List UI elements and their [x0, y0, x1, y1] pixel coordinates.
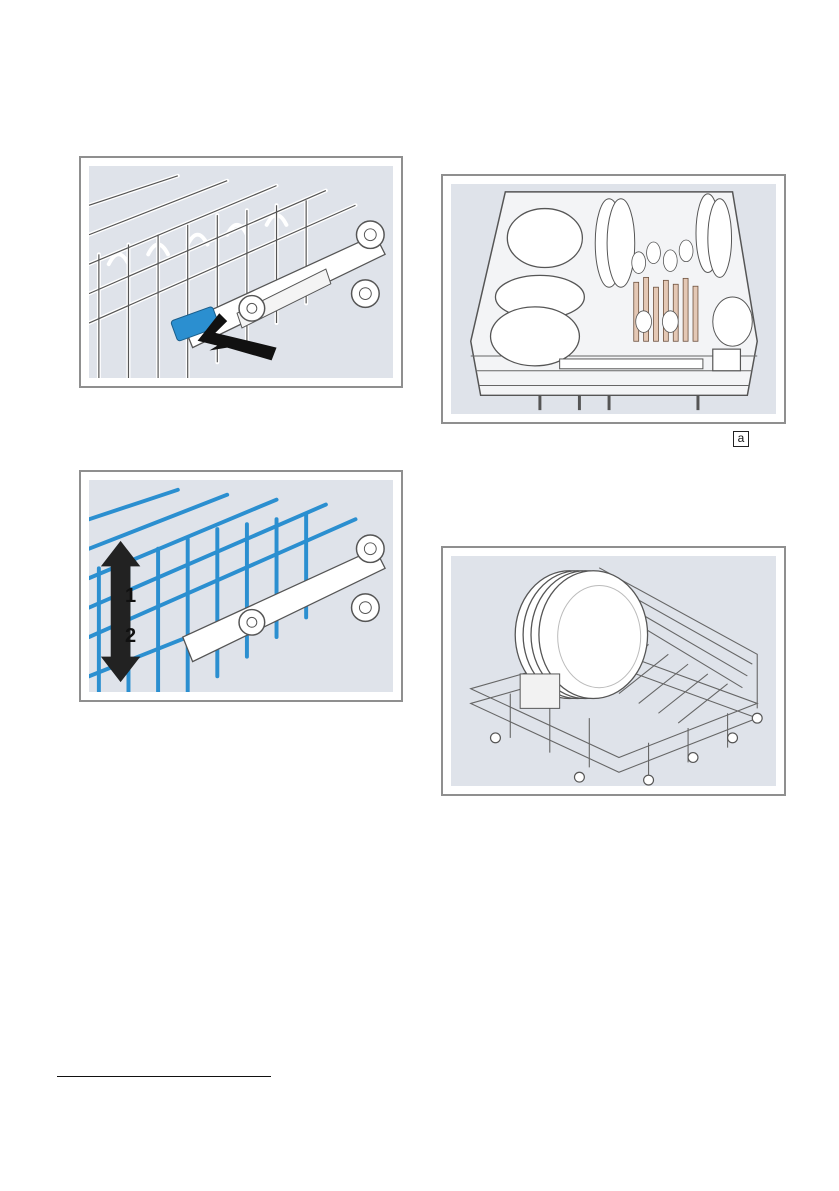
double-arrow-icon — [101, 541, 140, 682]
figure-rack-release-button — [79, 156, 403, 388]
upper-rack-illustration — [451, 184, 776, 414]
arrow-label-up: 1 — [125, 585, 136, 608]
rack-release-illustration — [89, 166, 393, 378]
figure-rack-height-adjust: 1 2 — [79, 470, 403, 702]
figure-lower-rack-plates — [441, 546, 786, 796]
arrow-label-down: 2 — [125, 625, 136, 648]
callout-label-a: a — [733, 431, 749, 447]
lower-rack-illustration — [451, 556, 776, 786]
figure-upper-rack-loaded — [441, 174, 786, 424]
footnote-rule — [57, 1076, 271, 1077]
